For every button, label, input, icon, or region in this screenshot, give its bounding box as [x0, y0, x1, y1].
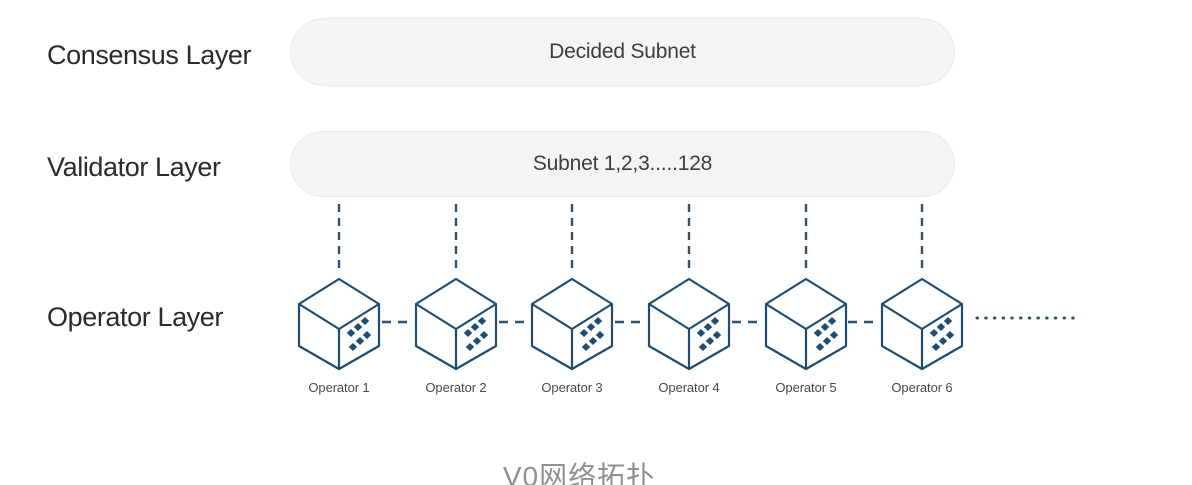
- isometric-cube-icon: [880, 277, 964, 371]
- operator-node: Operator 3: [530, 277, 614, 395]
- isometric-cube-icon: [297, 277, 381, 371]
- isometric-cube-icon: [647, 277, 731, 371]
- validator-layer-label: Validator Layer: [47, 152, 221, 182]
- operator-node: Operator 5: [764, 277, 848, 395]
- operator-node: Operator 1: [297, 277, 381, 395]
- validator-pill-text: Subnet 1,2,3.....128: [532, 152, 713, 175]
- isometric-cube-icon: [764, 277, 848, 371]
- ssv-logo-icon: [346, 317, 372, 351]
- isometric-cube-icon: [414, 277, 498, 371]
- ssv-logo-icon: [463, 317, 489, 351]
- consensus-pill: Decided Subnet: [290, 18, 955, 86]
- ssv-logo-icon: [579, 317, 605, 351]
- ssv-logo-icon: [929, 317, 955, 351]
- operator-label: Operator 1: [308, 380, 370, 395]
- operator-layer-label: Operator Layer: [47, 302, 223, 332]
- operator-node: Operator 6: [880, 277, 964, 395]
- consensus-layer-label: Consensus Layer: [47, 40, 252, 70]
- operator-label: Operator 6: [891, 380, 953, 395]
- consensus-pill-text: Decided Subnet: [549, 40, 696, 63]
- validator-pill: Subnet 1,2,3.....128: [290, 131, 955, 197]
- diagram-caption: V0网络拓扑: [502, 461, 656, 485]
- ssv-logo-icon: [813, 317, 839, 351]
- ssv-logo-icon: [696, 317, 722, 351]
- operator-node: Operator 4: [647, 277, 731, 395]
- operator-label: Operator 5: [775, 380, 837, 395]
- operator-node: Operator 2: [414, 277, 498, 395]
- isometric-cube-icon: [530, 277, 614, 371]
- operator-label: Operator 3: [541, 380, 603, 395]
- operator-label: Operator 4: [658, 380, 720, 395]
- operator-label: Operator 2: [425, 380, 487, 395]
